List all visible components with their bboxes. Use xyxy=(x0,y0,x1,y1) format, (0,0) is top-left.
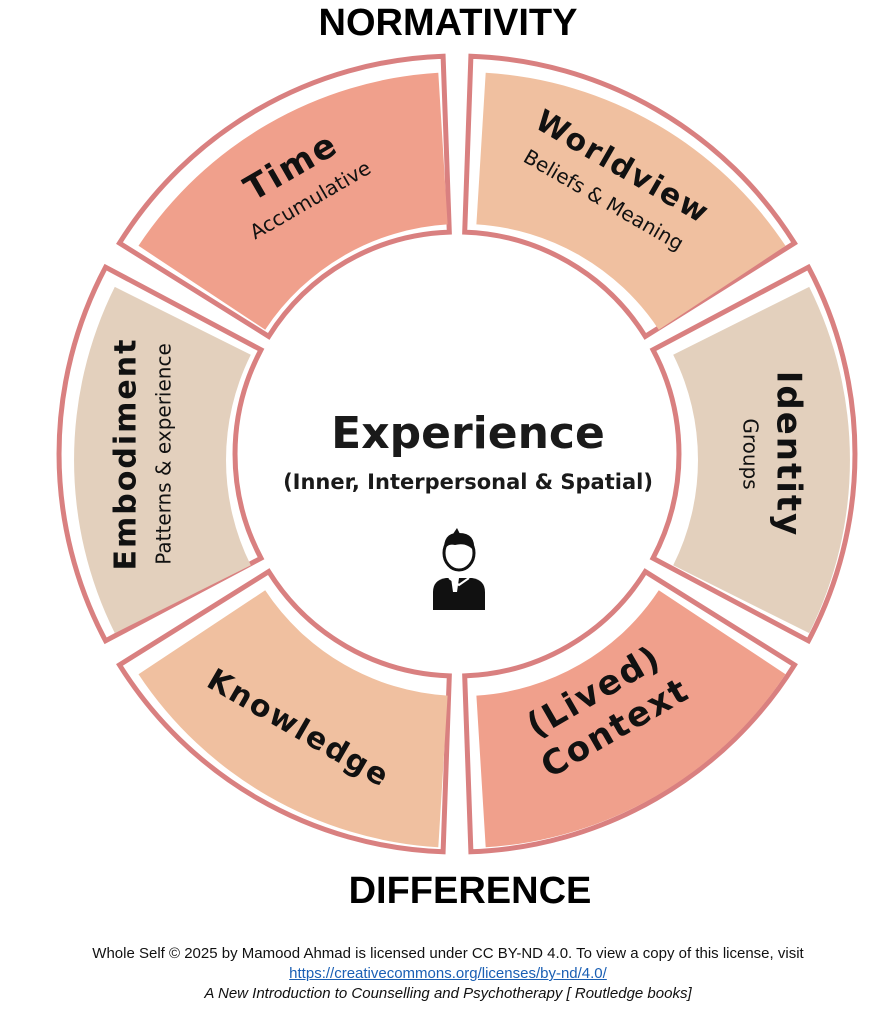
difference-label: DIFFERENCE xyxy=(348,870,592,912)
segment-identity-fill xyxy=(673,286,850,634)
segment-embodiment-subtitle: Patterns & experience xyxy=(152,343,176,565)
segment-knowledge-fill xyxy=(138,590,448,848)
segment-identity-title: Identity xyxy=(769,371,809,538)
segment-context: Context(Lived) xyxy=(462,568,798,855)
segment-identity-subtitle: Groups xyxy=(739,418,763,489)
segment-worldview-fill xyxy=(476,72,786,330)
license-link[interactable]: https://creativecommons.org/licenses/by-… xyxy=(289,965,607,982)
segment-time-fill xyxy=(138,72,448,330)
book-title: A New Introduction to Counselling and Ps… xyxy=(204,985,692,1002)
center-subtitle: (Inner, Interpersonal & Spatial) xyxy=(283,470,653,494)
segment-context-fill xyxy=(476,590,786,848)
segment-embodiment-fill xyxy=(74,286,251,634)
segment-knowledge: Knowledge xyxy=(116,568,452,855)
credits: Whole Self © 2025 by Mamood Ahmad is lic… xyxy=(0,944,896,1004)
center-title: Experience xyxy=(331,408,605,459)
license-text: Whole Self © 2025 by Mamood Ahmad is lic… xyxy=(92,945,804,962)
segment-embodiment: Embodiment Patterns & experience xyxy=(56,263,265,645)
center-group: Experience (Inner, Interpersonal & Spati… xyxy=(283,408,653,610)
segment-embodiment-title: Embodiment xyxy=(109,338,144,571)
person-icon xyxy=(433,528,485,610)
normativity-label: NORMATIVITY xyxy=(318,2,578,44)
